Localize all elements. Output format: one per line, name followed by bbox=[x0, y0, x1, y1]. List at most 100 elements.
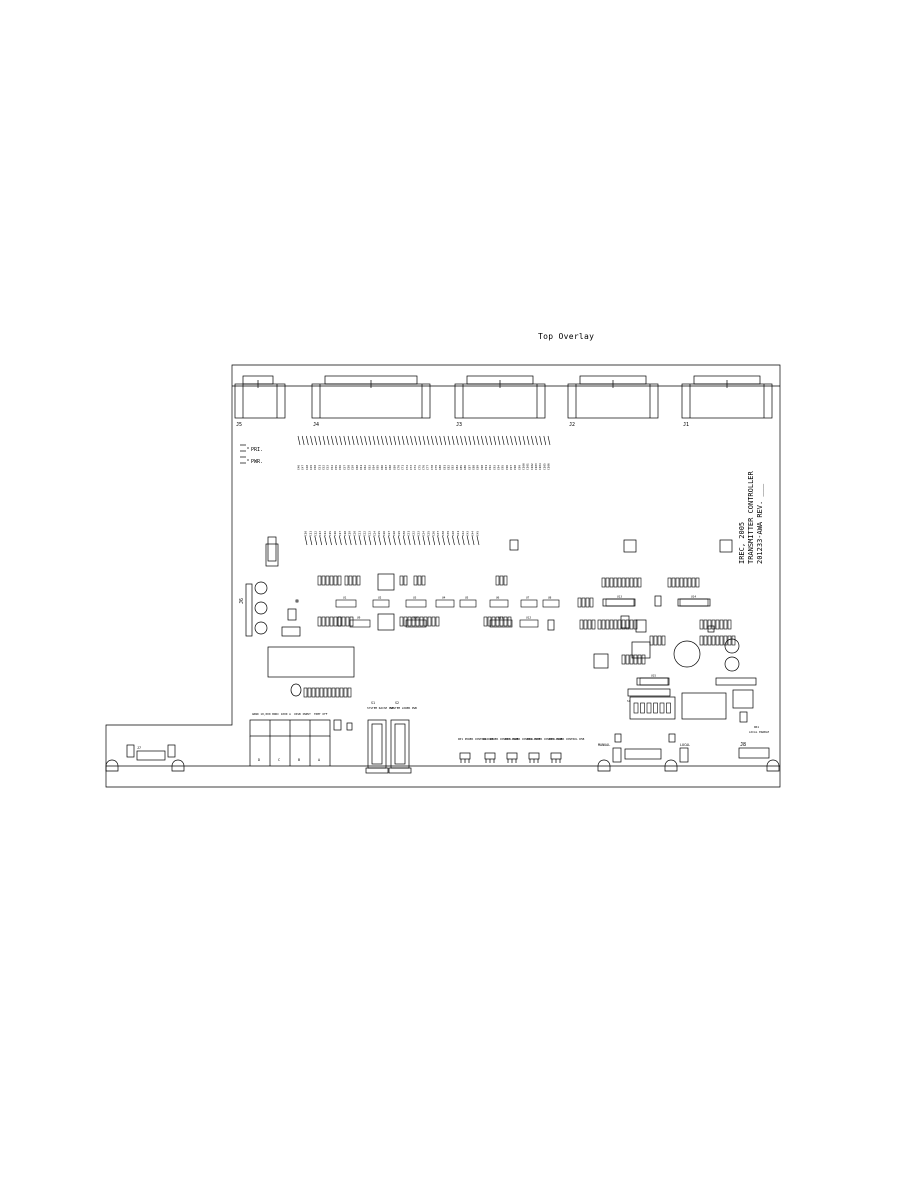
resistor-mark bbox=[427, 616, 432, 627]
cap-mark bbox=[314, 535, 318, 546]
cap-label: C86 bbox=[463, 465, 467, 470]
resistor-mark bbox=[337, 616, 342, 627]
cap-label: C87 bbox=[467, 465, 471, 470]
resistor-mark bbox=[649, 635, 654, 646]
cap-mark bbox=[518, 435, 522, 446]
cap-label: C73 bbox=[409, 465, 413, 470]
cap-mark bbox=[422, 535, 426, 546]
cap-label: C96 bbox=[505, 465, 509, 470]
cap-label: C34 bbox=[421, 531, 425, 536]
cap-mark bbox=[514, 435, 517, 446]
cap-mark bbox=[422, 435, 426, 446]
cap-mark bbox=[522, 435, 526, 446]
cap-label: C19 bbox=[348, 531, 352, 536]
resistor-mark bbox=[625, 577, 630, 588]
cap-mark bbox=[301, 435, 305, 446]
cap-label: C105 bbox=[542, 463, 546, 470]
cap-mark bbox=[383, 535, 386, 546]
cap-label: C11 bbox=[308, 531, 312, 536]
resistor-mark bbox=[605, 619, 610, 630]
cap-mark bbox=[426, 435, 430, 446]
resistor-mark bbox=[329, 616, 334, 627]
cap-mark bbox=[412, 535, 416, 546]
resistor-mark bbox=[491, 616, 496, 627]
cap-mark bbox=[489, 435, 492, 446]
resistor-mark bbox=[339, 687, 344, 698]
cap-label: C47 bbox=[301, 465, 305, 470]
resistor-mark bbox=[731, 635, 736, 646]
cap-mark bbox=[418, 435, 422, 446]
cap-label: C100 bbox=[522, 463, 526, 470]
resistor-mark bbox=[421, 575, 426, 586]
component-layer bbox=[297, 435, 736, 714]
dip-segment bbox=[646, 702, 652, 714]
cap-label: C82 bbox=[447, 465, 451, 470]
resistor-mark bbox=[703, 619, 708, 630]
cap-label: C84 bbox=[455, 465, 459, 470]
ic-label: U13 bbox=[617, 595, 622, 599]
ic-body bbox=[372, 599, 390, 608]
cap-mark bbox=[457, 535, 460, 546]
cap-mark bbox=[297, 435, 301, 446]
cap-mark bbox=[310, 435, 313, 446]
resistor-mark bbox=[667, 577, 672, 588]
cap-mark bbox=[373, 535, 377, 546]
resistor-mark bbox=[723, 619, 728, 630]
cap-label: C32 bbox=[412, 531, 416, 536]
resistor-mark bbox=[715, 619, 720, 630]
cap-label: C46 bbox=[297, 465, 301, 470]
resistor-mark bbox=[413, 575, 418, 586]
dip-segment bbox=[653, 702, 658, 714]
resistor-mark bbox=[601, 619, 606, 630]
resistor-mark bbox=[399, 616, 404, 627]
resistor-mark bbox=[719, 635, 724, 646]
connector-J4 bbox=[311, 375, 431, 419]
resistor-mark bbox=[625, 654, 630, 665]
cap-label: C41 bbox=[456, 531, 460, 536]
resistor-mark bbox=[499, 616, 504, 627]
resistor-mark bbox=[657, 635, 662, 646]
cap-label: C64 bbox=[372, 465, 376, 470]
ic-U8-large bbox=[267, 646, 355, 678]
switch-ref-s2: S2 bbox=[395, 701, 399, 705]
cap-label: C103 bbox=[534, 463, 538, 470]
cap-mark bbox=[472, 435, 476, 446]
jumper-letter-a: A bbox=[318, 758, 320, 762]
cap-mark bbox=[547, 435, 551, 446]
resistor-mark bbox=[637, 577, 642, 588]
cap-mark bbox=[378, 535, 382, 546]
jumper-block bbox=[249, 719, 331, 766]
ic-label: U6 bbox=[496, 596, 500, 600]
resistor-mark bbox=[633, 577, 638, 588]
cap-label: C38 bbox=[441, 531, 445, 536]
cap-mark bbox=[414, 435, 417, 446]
cap-mark bbox=[461, 535, 465, 546]
cap-label: C54 bbox=[330, 465, 334, 470]
cap-label: C68 bbox=[388, 465, 392, 470]
led-label-pri: PRI. bbox=[251, 447, 263, 453]
cap-label: C31 bbox=[407, 531, 411, 536]
cap-label: C88 bbox=[472, 465, 476, 470]
cap-mark bbox=[381, 435, 384, 446]
led-label-pwr: PWR. bbox=[251, 459, 263, 465]
connector-label-j1: J1 bbox=[683, 422, 689, 428]
ic-body bbox=[679, 598, 709, 607]
cap-mark bbox=[432, 535, 436, 546]
ic-label: U8 bbox=[548, 596, 552, 600]
cap-label: C98 bbox=[513, 465, 517, 470]
cap-label: C39 bbox=[446, 531, 450, 536]
cap-mark bbox=[372, 435, 376, 446]
resistor-mark bbox=[591, 619, 596, 630]
cap-mark bbox=[543, 435, 547, 446]
ic-label: U1 bbox=[343, 596, 347, 600]
cap-label: C37 bbox=[436, 531, 440, 536]
resistor-mark bbox=[343, 687, 348, 698]
cap-label: C93 bbox=[492, 465, 496, 470]
resistor-mark bbox=[707, 635, 712, 646]
cap-label: C24 bbox=[372, 531, 376, 536]
cap-mark bbox=[466, 535, 470, 546]
ic-body bbox=[435, 599, 455, 608]
cap-label: C66 bbox=[380, 465, 384, 470]
dip-segment bbox=[640, 702, 645, 714]
